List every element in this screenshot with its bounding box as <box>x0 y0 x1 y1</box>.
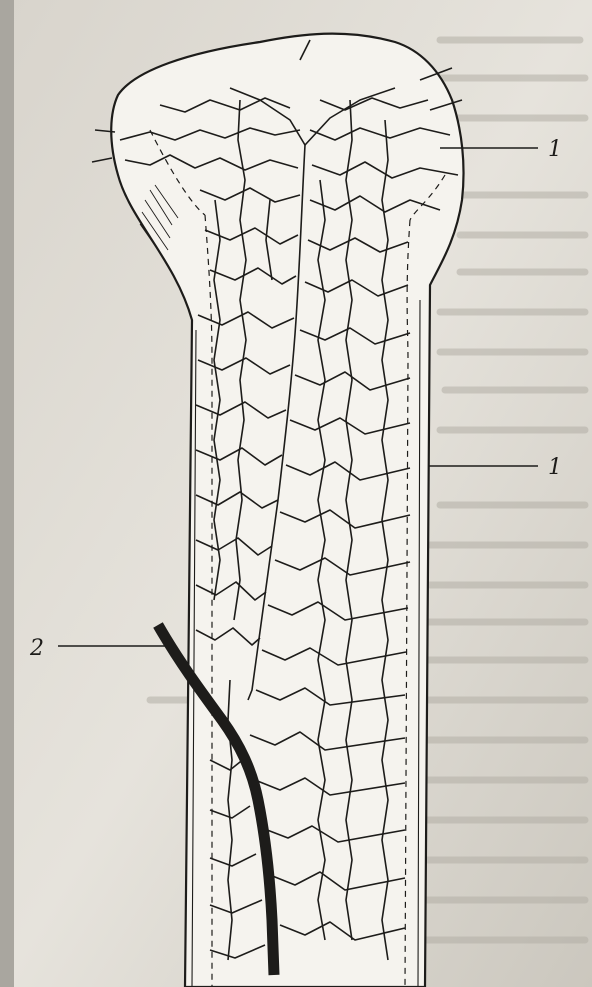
label-periosteal-vessels-top: 1 <box>548 137 562 162</box>
label-periosteal-vessels-middle: 1 <box>548 455 562 480</box>
page-edge-shadow <box>0 0 14 987</box>
label-nutrient-artery: 2 <box>30 636 44 661</box>
